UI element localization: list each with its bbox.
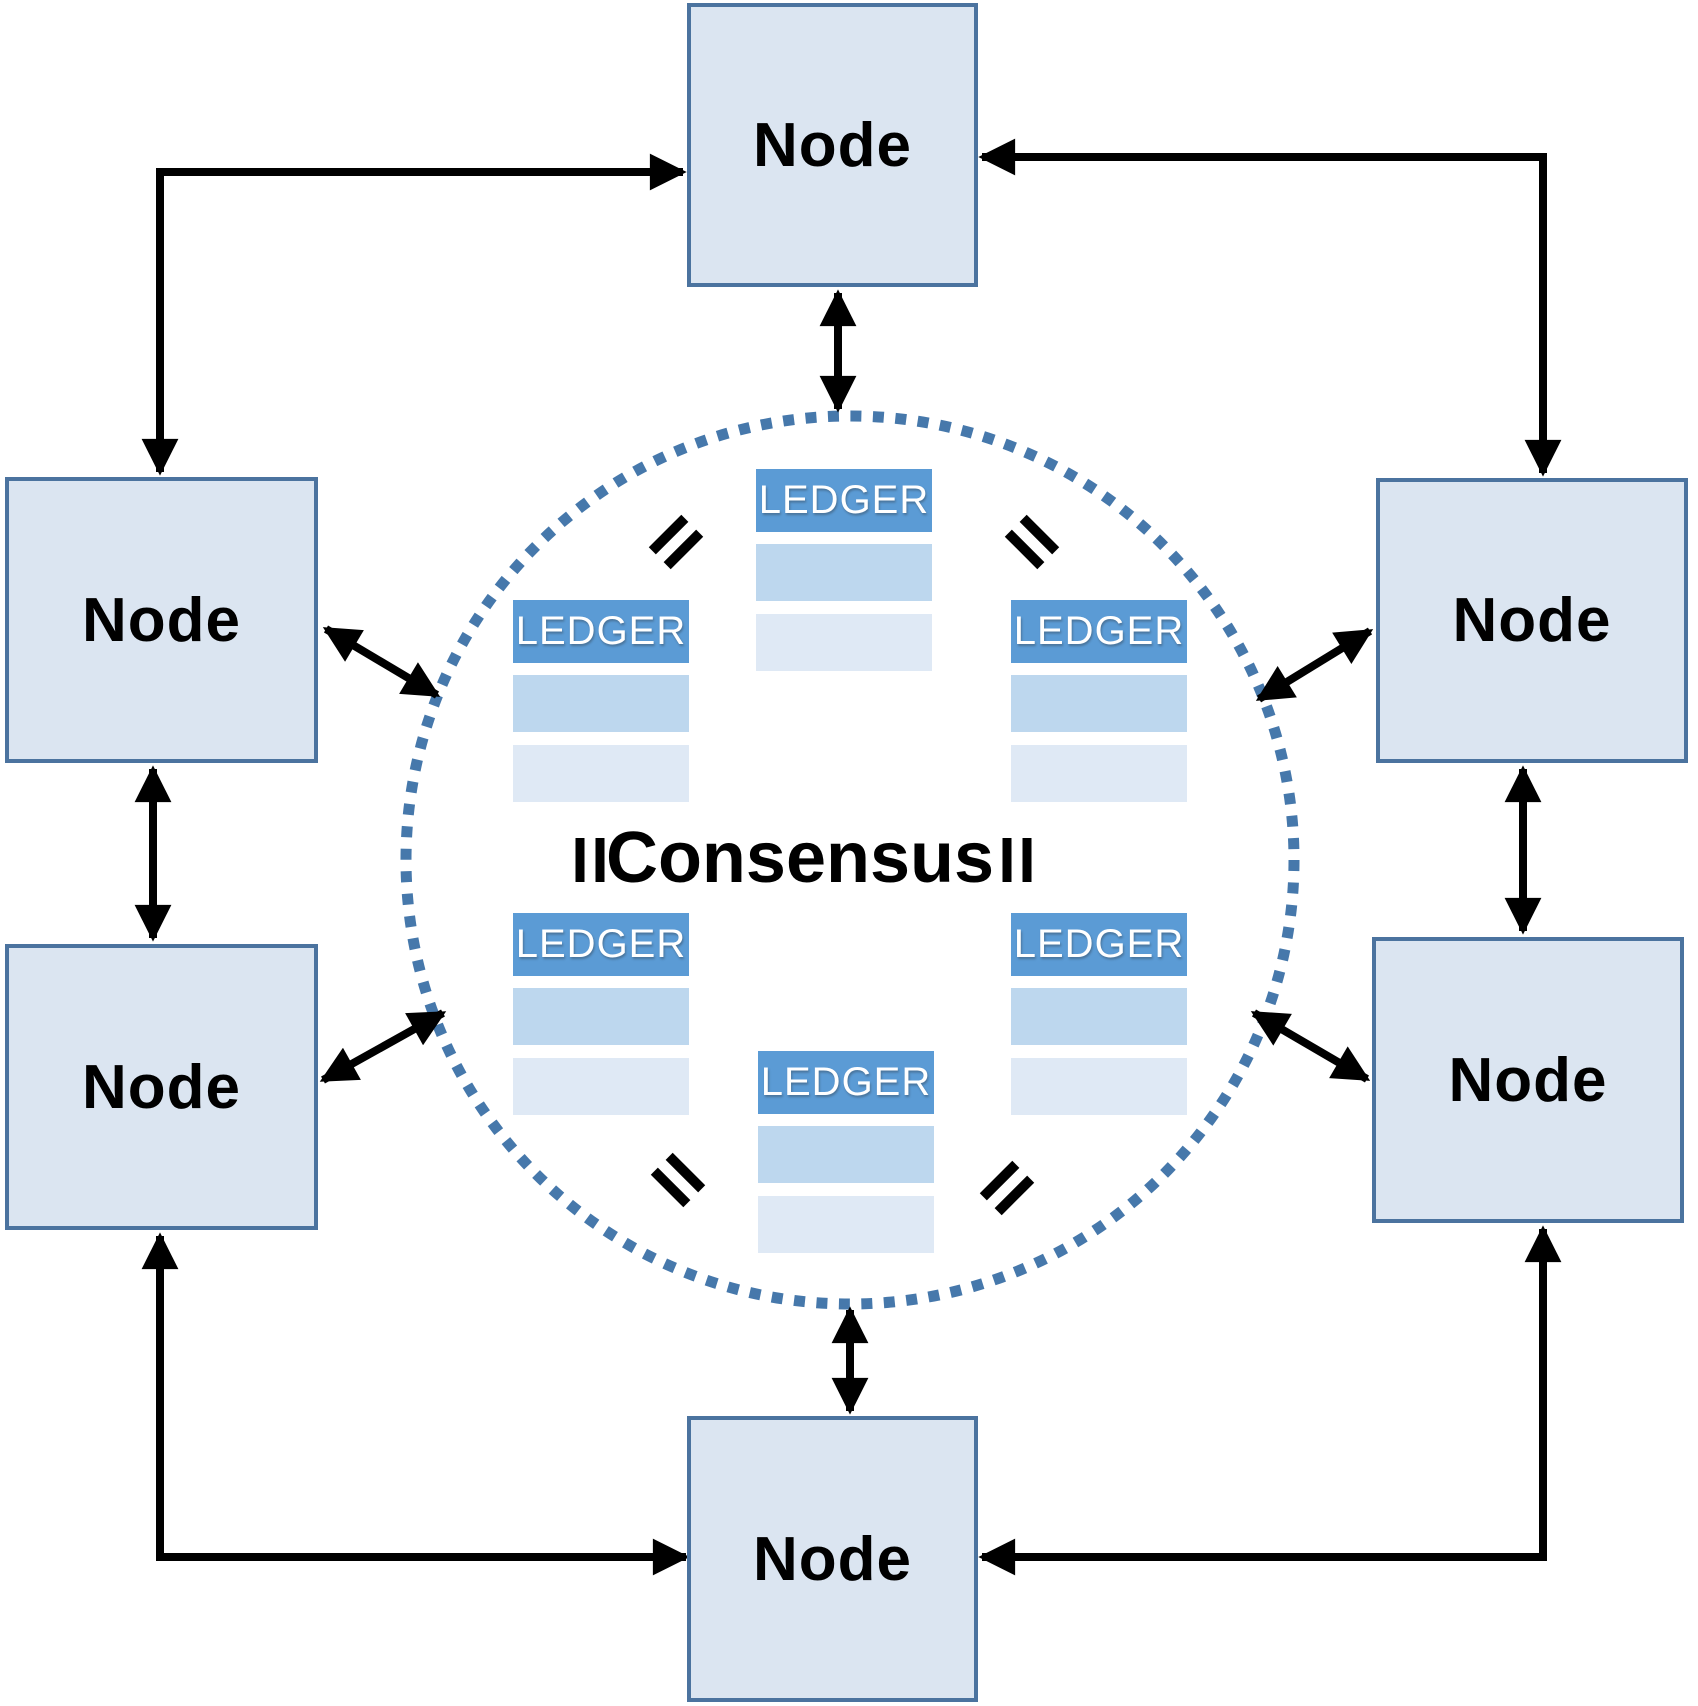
- equals-icon-mid-right: [1002, 838, 1032, 882]
- ledger-row: [1011, 1058, 1187, 1115]
- ledger-header: LEDGER: [1011, 600, 1187, 663]
- ledger-header: LEDGER: [513, 913, 689, 976]
- arrow-left-lower-to-circle: [319, 1009, 447, 1084]
- ledger-table-bottom-right: LEDGER: [1011, 913, 1187, 1115]
- arrow-elbow-bottom-right: [978, 1225, 1562, 1576]
- node-box-right-upper: Node: [1376, 478, 1688, 763]
- ledger-row: [513, 988, 689, 1045]
- arrow-right-upper-to-circle: [1255, 627, 1374, 703]
- ledger-table-mid-right: LEDGER: [1011, 600, 1187, 802]
- node-box-top: Node: [687, 3, 978, 287]
- ledger-table-top-center: LEDGER: [756, 469, 932, 671]
- ledger-header: LEDGER: [758, 1051, 934, 1114]
- ledger-header: LEDGER: [513, 600, 689, 663]
- ledger-row: [513, 1058, 689, 1115]
- ledger-row: [1011, 675, 1187, 732]
- node-box-left-upper: Node: [5, 477, 318, 763]
- ledger-table-mid-left: LEDGER: [513, 600, 689, 802]
- node-label: Node: [82, 1052, 241, 1122]
- ledger-header: LEDGER: [1011, 913, 1187, 976]
- ledger-row: [1011, 745, 1187, 802]
- arrow-elbow-top-left: [141, 153, 687, 476]
- node-label: Node: [753, 1524, 912, 1594]
- equals-bar: [575, 838, 585, 882]
- node-label: Node: [1452, 586, 1612, 655]
- arrow-elbow-top-right: [978, 138, 1562, 477]
- ledger-row: [513, 675, 689, 732]
- ledger-row: [1011, 988, 1187, 1045]
- arrow-right-lower-to-circle: [1250, 1009, 1371, 1083]
- equals-bar: [1022, 838, 1032, 882]
- node-label: Node: [753, 110, 912, 180]
- node-label: Node: [82, 585, 241, 655]
- equals-bar: [1002, 838, 1012, 882]
- arrow-elbow-bottom-left: [141, 1232, 690, 1576]
- ledger-row: [758, 1196, 934, 1253]
- arrow-left-upper-to-circle: [322, 625, 441, 699]
- ledger-table-bottom-center: LEDGER: [758, 1051, 934, 1253]
- equals-icon-mid-left: [575, 838, 605, 882]
- consensus-label: Consensus: [605, 818, 995, 898]
- equals-bar: [595, 838, 605, 882]
- ledger-row: [756, 544, 932, 601]
- node-box-left-lower: Node: [5, 944, 318, 1230]
- ledger-header: LEDGER: [756, 469, 932, 532]
- node-label: Node: [1448, 1045, 1608, 1115]
- ledger-row: [758, 1126, 934, 1183]
- node-box-right-lower: Node: [1372, 937, 1684, 1223]
- node-box-bottom: Node: [687, 1416, 978, 1702]
- ledger-row: [513, 745, 689, 802]
- consensus-boundary-circle: [400, 410, 1300, 1310]
- ledger-table-bottom-left: LEDGER: [513, 913, 689, 1115]
- ledger-row: [756, 614, 932, 671]
